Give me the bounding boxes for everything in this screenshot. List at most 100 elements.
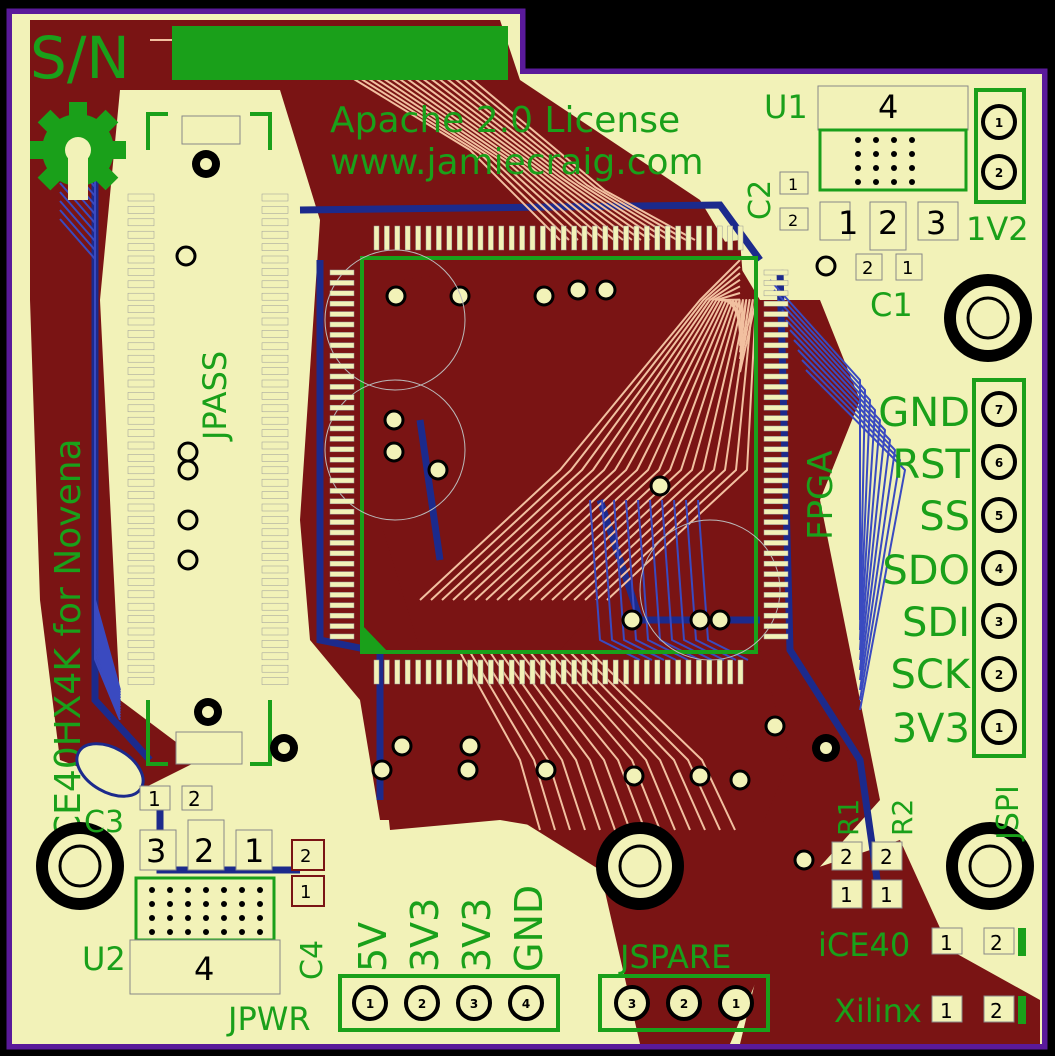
thermal-via [891,137,897,143]
fpga-pad [763,425,789,432]
jpass-pad [261,466,289,475]
jpass-pad [127,292,155,301]
pcb-trace [499,651,601,831]
jpass-connector [127,112,289,766]
pcb-trace [551,299,741,601]
thermal-via [149,901,155,907]
c4-capacitor [291,839,325,907]
jpass-pad [127,553,155,561]
u1-pin-2: 2 [878,204,898,242]
jpwr-signal-3v3-b: 3V3 [455,898,499,972]
fpga-pad [592,225,598,251]
fpga-pad [763,612,789,619]
fpga-pad [633,659,640,685]
thermal-via [203,901,209,907]
via [449,285,471,307]
jpass-pad [261,230,289,239]
standoff-core [200,158,212,170]
jpass-pad [261,206,289,214]
fpga-pad [329,571,355,577]
fpga-pad [436,225,442,251]
pcb-trace [509,651,616,831]
via [383,409,405,431]
fpga-pad [716,225,723,251]
jpass-pad [127,379,155,388]
jpass-pad [127,627,155,636]
fpga-pad [763,384,789,390]
jpass-pad [127,441,155,450]
jpass-pad [261,503,289,512]
pcb-trace [430,265,741,601]
pcb-trace [579,651,721,831]
u2-regulator [129,819,281,995]
jpass-pad [261,528,289,537]
jspi-pad [981,709,1017,745]
jpass-pad [261,652,289,661]
standoff-core [278,742,290,754]
c2-pad-2: 2 [788,211,798,230]
fpga-pad [571,659,577,685]
fpga-footprint [324,225,789,685]
fpga-pad [329,592,355,598]
c4-label: C4 [295,940,330,980]
jpass-pad [127,342,155,351]
r2-pad-2: 2 [880,845,893,869]
c4-pad-2: 2 [300,846,311,867]
fpga-pad [373,659,380,685]
jpwr-pad [508,985,544,1021]
jpass-pad [261,664,289,673]
r1-resistor [831,841,863,909]
fpga-pad [329,623,355,629]
thermal-via [855,179,861,185]
jspi-pad [981,603,1017,639]
thermal-via [185,915,191,921]
fpga-pad [488,225,494,251]
fpga-pad [685,659,692,685]
c3-pad-1: 1 [148,787,161,811]
fpga-pad [763,488,789,494]
xilinx-jumper-pad-1: 1 [940,999,953,1023]
via [177,441,199,463]
jpass-pad [261,441,289,450]
fpga-pad [763,508,789,515]
jpass-pad [261,317,289,326]
serial-box [172,26,508,80]
jpwr-pad [352,985,388,1021]
fpga-pad [664,225,671,251]
jpwr-pad [456,985,492,1021]
fpga-pad [384,659,390,685]
pcb-trace [489,651,586,831]
jpwr-signal-gnd: GND [507,885,551,972]
fpga-pad [654,659,661,685]
thermal-via [855,137,861,143]
fpga-pad [763,633,789,640]
ice40-jumper-pad-2: 2 [990,931,1003,955]
fpga-pad [675,225,681,251]
jpass-pad [261,392,289,400]
pcb-trace [419,259,741,601]
jspare-pin-1: 1 [732,997,740,1011]
u1-pin-number: 4 [878,88,898,126]
fpga-pad [329,352,355,359]
c1-pad-2: 2 [862,258,873,279]
via [175,245,197,267]
fpga-pad [329,488,355,494]
fpga-pad [763,373,789,380]
vout-header [974,88,1026,204]
via [764,715,786,737]
pcb-trace [785,319,881,661]
pcb-trace [59,218,121,721]
thermal-via [257,901,263,907]
thermal-via [203,929,209,935]
u2-pin-3: 3 [146,832,166,870]
xilinx-label: Xilinx [834,992,922,1030]
jpass-pad [261,404,289,413]
fpga-pad [623,659,629,685]
fpga-pad [415,659,421,685]
fpga-pad [763,394,789,401]
pcb-trace [801,359,901,701]
jpass-pad [127,652,155,661]
pcb-trace [569,651,706,831]
jpass-pad [261,578,289,586]
jspi-signal-sdi: SDI [902,600,970,646]
